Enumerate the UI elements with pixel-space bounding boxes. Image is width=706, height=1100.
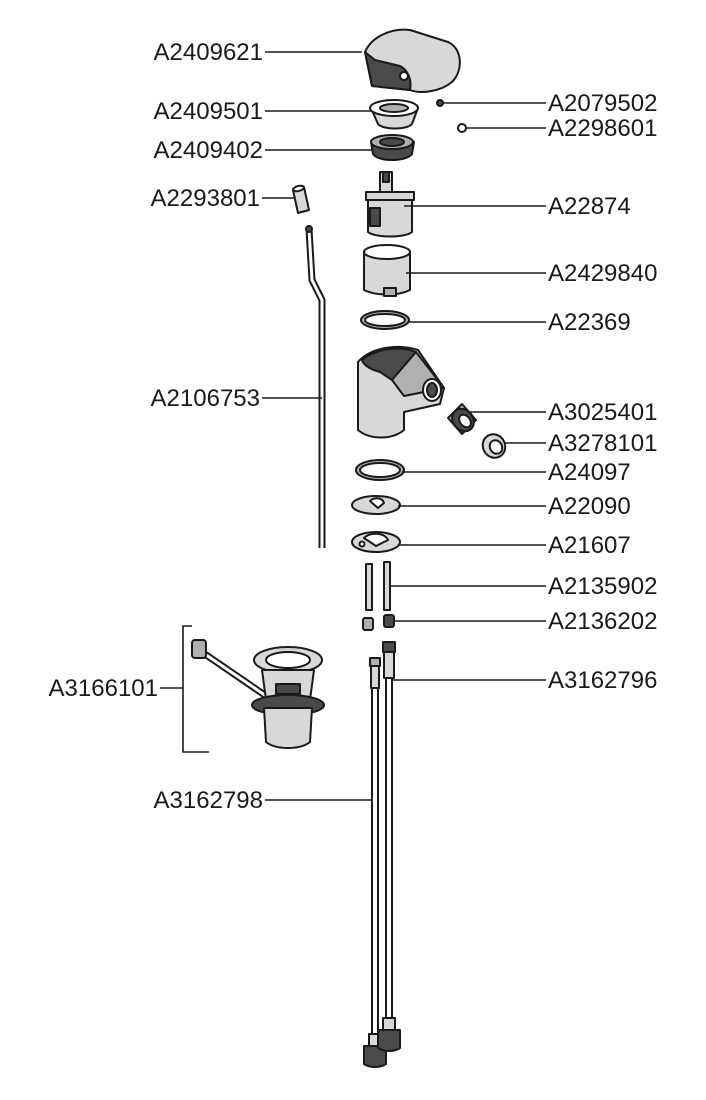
- label-hose-left: A3162798: [154, 787, 263, 814]
- label-handle: A2409621: [154, 39, 263, 66]
- washer-top-part: [351, 495, 401, 515]
- aerator-housing-part: [481, 433, 507, 459]
- label-sleeve: A2429840: [548, 260, 657, 287]
- cartridge-part: [365, 171, 415, 238]
- label-washer-bottom: A21607: [548, 532, 631, 559]
- label-washer-top: A22090: [548, 493, 631, 520]
- o-ring-bottom-part: [355, 459, 405, 481]
- hose-left-part: [363, 657, 387, 1068]
- label-cartridge: A22874: [548, 193, 631, 220]
- link-bushing-part: [292, 184, 310, 214]
- pop-up-waste-part: [191, 639, 325, 749]
- pop-up-rod-part: [305, 225, 326, 548]
- studs-part: [365, 561, 391, 611]
- label-plug: A2298601: [548, 115, 657, 142]
- plug-part: [457, 123, 467, 133]
- label-pop-up-waste: A3166101: [49, 675, 158, 702]
- label-studs: A2135902: [548, 573, 657, 600]
- hose-right-part: [377, 641, 401, 1052]
- washer-bottom-part: [351, 531, 401, 553]
- stud-nuts-part: [362, 614, 395, 631]
- label-pop-up-rod: A2106753: [151, 385, 260, 412]
- cover-ring-part: [369, 99, 419, 130]
- label-o-ring-top: A22369: [548, 309, 631, 336]
- label-aerator: A3025401: [548, 399, 657, 426]
- label-o-ring-bottom: A24097: [548, 459, 631, 486]
- label-link-bushing: A2293801: [151, 185, 260, 212]
- label-aerator-housing: A3278101: [548, 430, 657, 457]
- label-nut: A2409402: [154, 137, 263, 164]
- nut-part: [370, 134, 415, 161]
- label-stud-nuts: A2136202: [548, 608, 657, 635]
- label-hose-right: A3162796: [548, 667, 657, 694]
- label-screw: A2079502: [548, 90, 657, 117]
- handle-part: [364, 28, 461, 93]
- label-cover-ring: A2409501: [154, 98, 263, 125]
- o-ring-top-part: [360, 310, 410, 330]
- sleeve-part: [363, 244, 411, 297]
- aerator-part: [447, 403, 477, 435]
- faucet-body-part: [357, 345, 445, 439]
